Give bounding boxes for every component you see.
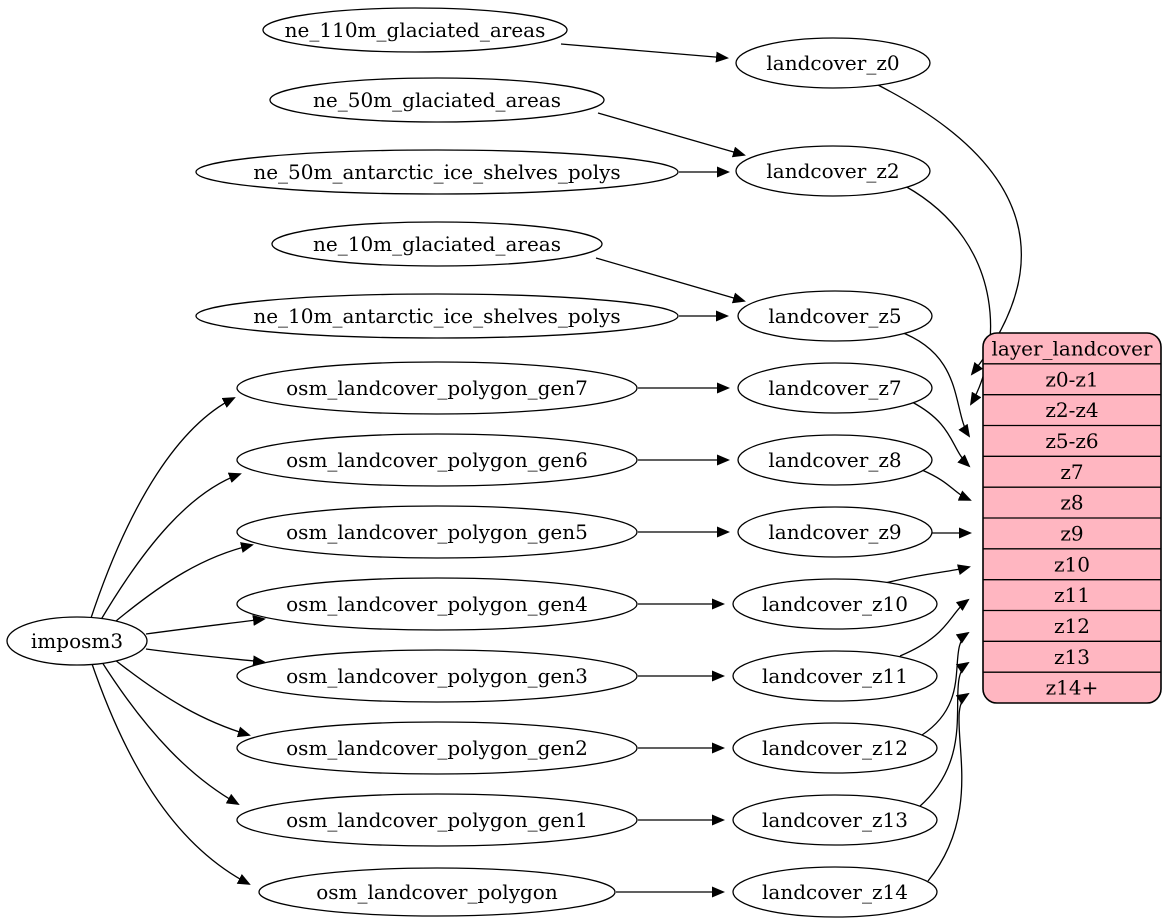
node-label: ne_10m_glaciated_areas: [313, 232, 561, 256]
node-landcover-z2: landcover_z2: [735, 145, 931, 197]
edge-imposm3-polygon: [90, 660, 251, 885]
node-landcover-z0: landcover_z0: [735, 37, 931, 89]
node-landcover-z8: landcover_z8: [737, 434, 933, 486]
node-osm-landcover-polygon: osm_landcover_polygon: [258, 867, 616, 917]
record-row-z11: z11: [1054, 583, 1090, 607]
node-imposm3: imposm3: [6, 616, 148, 666]
node-label: landcover_z0: [766, 51, 899, 75]
node-label: ne_110m_glaciated_areas: [285, 18, 546, 42]
edge-z10-row-z10: [884, 564, 971, 584]
node-label: osm_landcover_polygon_gen4: [286, 592, 588, 616]
node-label: osm_landcover_polygon_gen3: [286, 664, 588, 688]
edge-imposm3-gen2: [109, 655, 251, 738]
record-row-z2-z4: z2-z4: [1045, 398, 1098, 422]
record-row-z12: z12: [1054, 614, 1090, 638]
node-label: landcover_z14: [762, 880, 908, 904]
node-label: landcover_z5: [768, 304, 901, 328]
node-label: landcover_z7: [768, 376, 901, 400]
node-ne-10m-antarctic-ice-shelves-polys: ne_10m_antarctic_ice_shelves_polys: [195, 293, 679, 339]
edge-ne110m-z0: [560, 43, 729, 63]
edge-ne50m-glaciated-z2: [597, 112, 746, 158]
record-title: layer_landcover: [992, 336, 1153, 360]
node-landcover-z14: landcover_z14: [732, 866, 938, 918]
edge-imposm3-gen1: [99, 658, 240, 805]
node-label: landcover_z11: [762, 664, 908, 688]
node-landcover-z11: landcover_z11: [732, 650, 938, 702]
edge-z13-row-z13: [918, 661, 970, 808]
node-landcover-z7: landcover_z7: [737, 362, 933, 414]
node-label: osm_landcover_polygon_gen2: [286, 736, 588, 760]
node-osm-landcover-polygon-gen2: osm_landcover_polygon_gen2: [236, 721, 638, 775]
record-row-z14plus: z14+: [1046, 676, 1099, 700]
edge-z5-row-z5-z6: [897, 330, 971, 438]
node-landcover-z10: landcover_z10: [732, 578, 938, 630]
node-layer-landcover: layer_landcover z0-z1 z2-z4 z5-z6 z7 z8 …: [982, 332, 1162, 704]
node-landcover-z13: landcover_z13: [732, 794, 938, 846]
edge-ne10m-glaciated-z5: [595, 257, 746, 304]
node-osm-landcover-polygon-gen3: osm_landcover_polygon_gen3: [236, 649, 638, 703]
node-landcover-z5: landcover_z5: [737, 290, 933, 342]
edge-z12-row-z12: [921, 631, 970, 736]
node-osm-landcover-polygon-gen5: osm_landcover_polygon_gen5: [236, 505, 638, 559]
node-label: ne_50m_antarctic_ice_shelves_polys: [253, 160, 620, 184]
node-osm-landcover-polygon-gen1: osm_landcover_polygon_gen1: [236, 793, 638, 847]
edge-z7-row-z7: [911, 401, 971, 468]
record-row-z8: z8: [1060, 491, 1083, 515]
node-label: ne_50m_glaciated_areas: [313, 88, 561, 112]
node-label: landcover_z2: [766, 159, 899, 183]
node-label: osm_landcover_polygon_gen7: [286, 376, 588, 400]
node-label: landcover_z8: [768, 448, 901, 472]
node-ne-110m-glaciated-areas: ne_110m_glaciated_areas: [262, 7, 568, 53]
node-label: landcover_z12: [762, 736, 908, 760]
node-label: landcover_z10: [762, 592, 908, 616]
edge-z11-row-z11: [899, 598, 970, 657]
record-row-z13: z13: [1054, 645, 1090, 669]
node-landcover-z9: landcover_z9: [737, 506, 933, 558]
edge-z14-row-z14: [927, 692, 970, 882]
node-label: ne_10m_antarctic_ice_shelves_polys: [253, 304, 620, 328]
node-ne-50m-glaciated-areas: ne_50m_glaciated_areas: [269, 77, 605, 123]
node-imposm3-label: imposm3: [31, 629, 123, 653]
edge-z2-row-z2-z4: [904, 185, 992, 406]
record-row-z0-z1: z0-z1: [1045, 367, 1098, 391]
node-label: osm_landcover_polygon_gen6: [286, 448, 588, 472]
edge-imposm3-gen3: [145, 648, 266, 667]
node-ne-10m-glaciated-areas: ne_10m_glaciated_areas: [271, 221, 603, 267]
node-label: osm_landcover_polygon: [316, 880, 558, 904]
record-row-z10: z10: [1054, 552, 1090, 576]
node-label: osm_landcover_polygon_gen5: [286, 520, 588, 544]
node-label: landcover_z13: [762, 808, 908, 832]
node-label: osm_landcover_polygon_gen1: [286, 808, 588, 832]
edge-imposm3-gen4: [145, 614, 266, 635]
node-osm-landcover-polygon-gen6: osm_landcover_polygon_gen6: [236, 433, 638, 487]
node-label: landcover_z9: [768, 520, 901, 544]
record-row-z7: z7: [1060, 460, 1083, 484]
node-ne-50m-antarctic-ice-shelves-polys: ne_50m_antarctic_ice_shelves_polys: [195, 149, 679, 195]
edge-imposm3-gen7: [89, 397, 236, 622]
edge-imposm3-gen5: [109, 542, 254, 627]
edge-imposm3-gen6: [98, 472, 242, 624]
record-row-z5-z6: z5-z6: [1045, 429, 1098, 453]
record-row-z9: z9: [1060, 522, 1083, 546]
node-osm-landcover-polygon-gen4: osm_landcover_polygon_gen4: [236, 577, 638, 631]
edge-z8-row-z8: [921, 469, 972, 501]
node-osm-landcover-polygon-gen7: osm_landcover_polygon_gen7: [236, 361, 638, 415]
node-landcover-z12: landcover_z12: [732, 722, 938, 774]
